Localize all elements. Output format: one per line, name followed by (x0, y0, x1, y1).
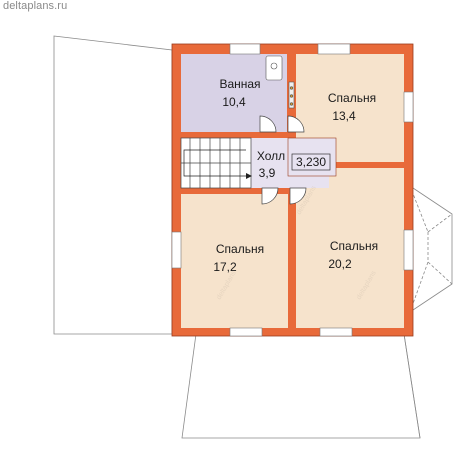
room-area-hall: 3,9 (259, 166, 276, 180)
room-name-bedroom-se: Спальня (330, 239, 378, 253)
room-area-bedroom-ne: 13,4 (332, 109, 356, 123)
room-name-bathroom: Ванная (219, 77, 260, 91)
window-bathroom (229, 43, 261, 55)
roof-bay-diag-4 (427, 261, 453, 285)
roof-bay-diag-2 (427, 213, 453, 233)
room-area-bathroom: 10,4 (222, 95, 246, 109)
roof-bottom-slope (172, 333, 421, 439)
bedroom-se-floor (296, 168, 404, 328)
room-name-bedroom-sw: Спальня (216, 242, 264, 256)
door-bathroom (259, 115, 277, 133)
bathroom-fixtures (265, 55, 295, 109)
window-bedroom-se-east (403, 229, 414, 271)
window-bedroom-sw-south (229, 327, 263, 337)
roof-bottom-right-edge (403, 333, 421, 439)
staircase (180, 137, 252, 189)
window-bedroom-sw-west (171, 231, 182, 269)
door-bedroom-ne (287, 115, 305, 133)
window-bedroom-ne (317, 43, 351, 55)
doors (259, 115, 307, 205)
room-name-bedroom-ne: Спальня (328, 91, 376, 105)
window-bedroom-ne-east (403, 91, 414, 123)
roof-bay-diag-1 (409, 185, 429, 233)
room-area-bedroom-se: 20,2 (328, 257, 352, 271)
window-bedroom-se-south (319, 327, 353, 337)
site-watermark-label: deltaplans.ru (3, 0, 68, 12)
bedroom-sw-floor (181, 194, 288, 328)
roof-bay-right (409, 185, 453, 313)
door-bedroom-sw (261, 187, 279, 205)
roof-bay-diag-3 (409, 261, 429, 313)
room-name-hall: Холл (257, 149, 285, 163)
windows (171, 43, 414, 337)
roof-left-slope (53, 35, 173, 335)
toilet-icon (270, 62, 278, 70)
room-area-bedroom-sw: 17,2 (213, 260, 237, 274)
elevation-mark-box (291, 153, 331, 171)
door-bedroom-se (289, 187, 307, 205)
room-labels: Ванная 10,4 Спальня 13,4 Холл 3,9 Спальн… (213, 77, 378, 274)
elevation-mark: 3,230 (296, 155, 326, 169)
